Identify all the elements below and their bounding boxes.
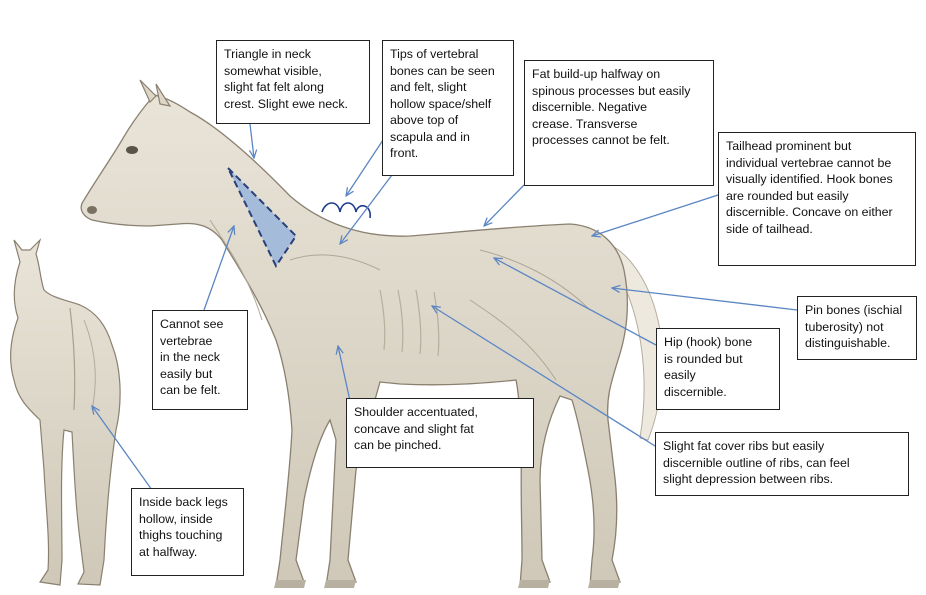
- annotation-neck-vertebrae: Cannot see vertebrae in the neck easily …: [152, 310, 248, 410]
- annotation-ribs: Slight fat cover ribs but easily discern…: [655, 432, 909, 496]
- rear-view-horse: [11, 240, 121, 585]
- annotation-neck-triangle: Triangle in neck somewhat visible, sligh…: [216, 40, 370, 124]
- annotation-vertebral-tips: Tips of vertebral bones can be seen and …: [382, 40, 514, 176]
- annotation-hip-bone: Hip (hook) bone is rounded but easily di…: [656, 328, 780, 410]
- vertebrae-bumps-icon: [322, 203, 370, 218]
- annotation-tailhead: Tailhead prominent but individual verteb…: [718, 132, 916, 266]
- annotation-back-legs: Inside back legs hollow, inside thighs t…: [131, 488, 244, 576]
- annotation-pin-bones: Pin bones (ischial tuberosity) not disti…: [797, 296, 917, 360]
- annotation-spinous-fat: Fat build-up halfway on spinous processe…: [524, 60, 714, 186]
- annotation-shoulder: Shoulder accentuated, concave and slight…: [346, 398, 534, 468]
